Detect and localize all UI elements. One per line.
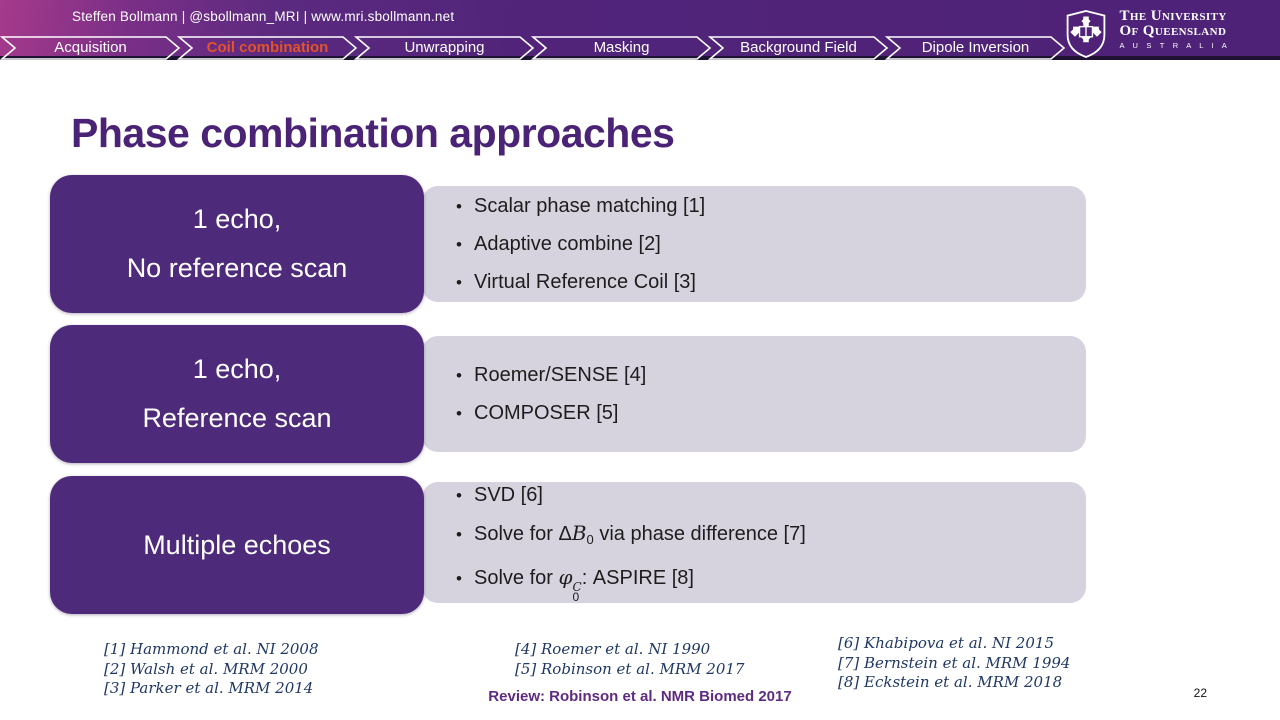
references-column-1: [1] Hammond et al. NI 2008 [2] Walsh et …: [104, 640, 319, 699]
category-card-reference: 1 echo, Reference scan: [50, 325, 424, 463]
bullet-text: SVD [6]: [474, 484, 543, 506]
reference-item: [4] Roemer et al. NI 1990: [515, 640, 711, 658]
nav-item-unwrapping[interactable]: Unwrapping: [404, 39, 485, 56]
category-label-line1: 1 echo,: [192, 204, 282, 234]
references-column-3: [6] Khabipova et al. NI 2015 [7] Bernste…: [838, 634, 1070, 693]
reference-item: [3] Parker et al. MRM 2014: [104, 679, 314, 697]
bullet-icon: •: [456, 486, 462, 505]
nav-item-dipole-inversion[interactable]: Dipole Inversion: [921, 39, 1030, 56]
bullet-text: Scalar phase matching [1]: [474, 194, 706, 217]
nav-item-background-field[interactable]: Background Field: [740, 39, 857, 56]
bullet-icon: •: [456, 196, 462, 216]
bullet-item: • SVD [6]: [456, 483, 1076, 508]
bullet-item: • Adaptive combine [2]: [456, 232, 1076, 257]
bullet-item: • Scalar phase matching [1]: [456, 194, 1076, 219]
slide-title: Phase combination approaches: [71, 110, 675, 156]
nav-item-coil-combination[interactable]: Coil combination: [206, 39, 329, 56]
logo-text-line3: A U S T R A L I A: [1119, 41, 1230, 50]
bullet-icon: •: [456, 569, 462, 588]
logo-text-line1: The University: [1119, 8, 1227, 24]
reference-item: [6] Khabipova et al. NI 2015: [838, 634, 1054, 652]
references-column-2: [4] Roemer et al. NI 1990 [5] Robinson e…: [515, 640, 744, 679]
nav-item-masking[interactable]: Masking: [593, 39, 650, 56]
bullet-item: • Virtual Reference Coil [3]: [456, 270, 1076, 295]
logo-text-line2: Of Queensland: [1119, 22, 1227, 39]
category-label-line2: Reference scan: [142, 403, 332, 433]
header-bar: Steffen Bollmann | @sbollmann_MRI | www.…: [0, 0, 1280, 60]
reference-item: [1] Hammond et al. NI 2008: [104, 640, 319, 658]
nav-chevron-shapes: [0, 36, 1066, 60]
bullet-text: Adaptive combine [2]: [474, 232, 661, 255]
bullet-text-math-b0: Solve for ΔB0 via phase difference [7]: [474, 521, 806, 547]
contact-info: Steffen Bollmann | @sbollmann_MRI | www.…: [72, 9, 455, 24]
bullet-icon: •: [456, 403, 462, 423]
bullet-icon: •: [456, 234, 462, 254]
bullet-icon: •: [456, 272, 462, 292]
category-card-no-reference: 1 echo, No reference scan: [50, 175, 424, 313]
university-logo: The University Of Queensland A U S T R A…: [1063, 9, 1230, 59]
bullet-text: Virtual Reference Coil [3]: [474, 270, 696, 293]
methods-box-reference: • Roemer/SENSE [4] • COMPOSER [5]: [422, 336, 1086, 452]
reference-item: [2] Walsh et al. MRM 2000: [104, 659, 308, 678]
math-var-phi: φ: [558, 565, 573, 589]
math-subscript: 0: [586, 532, 594, 547]
uq-shield-icon: [1067, 10, 1106, 58]
bullet-text: COMPOSER [5]: [474, 401, 619, 424]
reference-item: [8] Eckstein et al. MRM 2018: [838, 673, 1063, 691]
bullet-text: Roemer/SENSE [4]: [474, 363, 647, 386]
category-label-line1: 1 echo,: [192, 354, 282, 384]
category-label-line2: No reference scan: [126, 253, 348, 283]
bullet-item: • Solve for ΔB0 via phase difference [7]: [456, 521, 1076, 552]
bullet-item: • COMPOSER [5]: [456, 401, 1076, 426]
reference-item: [5] Robinson et al. MRM 2017: [515, 659, 745, 678]
methods-box-no-reference: • Scalar phase matching [1] • Adaptive com…: [422, 186, 1086, 302]
math-var-B: B: [571, 521, 587, 545]
review-reference: Review: Robinson et al. NMR Biomed 2017: [488, 688, 792, 705]
category-card-multi-echo: Multiple echoes: [50, 476, 424, 614]
bullet-icon: •: [456, 525, 462, 544]
bullet-item: • Roemer/SENSE [4]: [456, 363, 1076, 388]
bullet-icon: •: [456, 365, 462, 385]
methods-box-multi-echo: • SVD [6] • Solve for ΔB0 via phase differ…: [422, 482, 1086, 603]
category-label-line1: Multiple echoes: [143, 529, 331, 560]
page-number: 22: [1193, 686, 1207, 700]
section-nav: Acquisition Coil combination Unwrapping …: [0, 36, 1280, 60]
reference-item: [7] Bernstein et al. MRM 1994: [838, 653, 1071, 672]
nav-item-acquisition[interactable]: Acquisition: [54, 39, 127, 56]
